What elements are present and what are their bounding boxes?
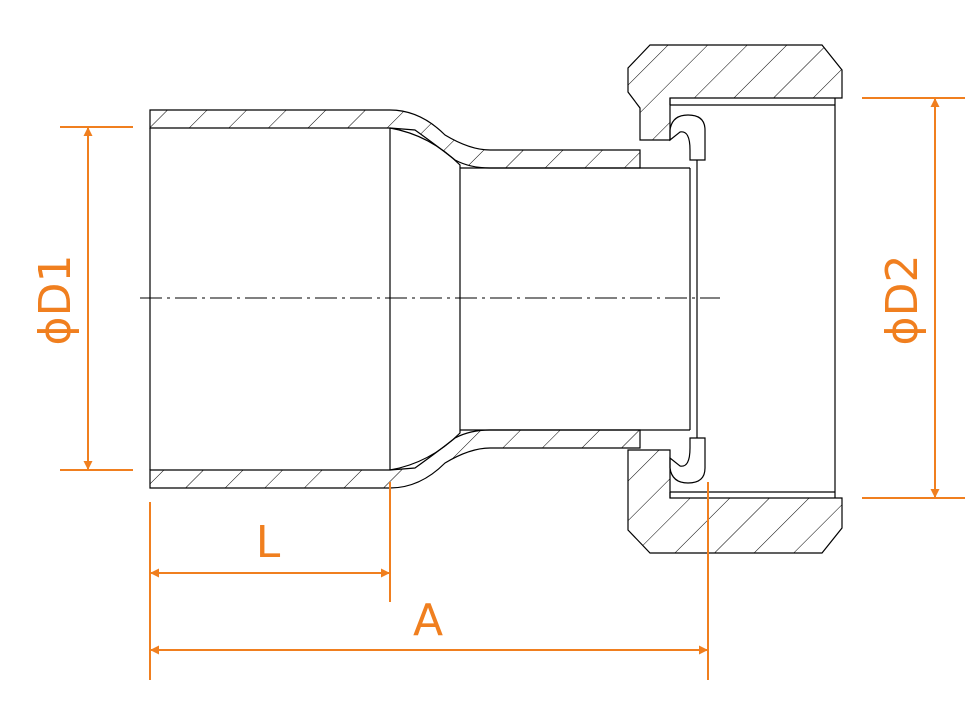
l-label: L bbox=[256, 517, 281, 568]
dimension-labels: ϕD1 ϕD2 L A bbox=[30, 255, 928, 646]
d1-label: ϕD1 bbox=[30, 255, 81, 346]
a-label: A bbox=[413, 595, 443, 646]
union-nut-top bbox=[627, 44, 843, 141]
bottom-pipe-wall bbox=[149, 429, 641, 489]
bottom-seal bbox=[669, 437, 706, 484]
d2-label: ϕD2 bbox=[877, 255, 928, 346]
top-pipe-wall bbox=[149, 109, 641, 169]
top-seal bbox=[669, 114, 706, 161]
fitting-body bbox=[149, 44, 843, 554]
dimensions bbox=[60, 97, 965, 680]
union-nut-bottom bbox=[627, 449, 843, 554]
